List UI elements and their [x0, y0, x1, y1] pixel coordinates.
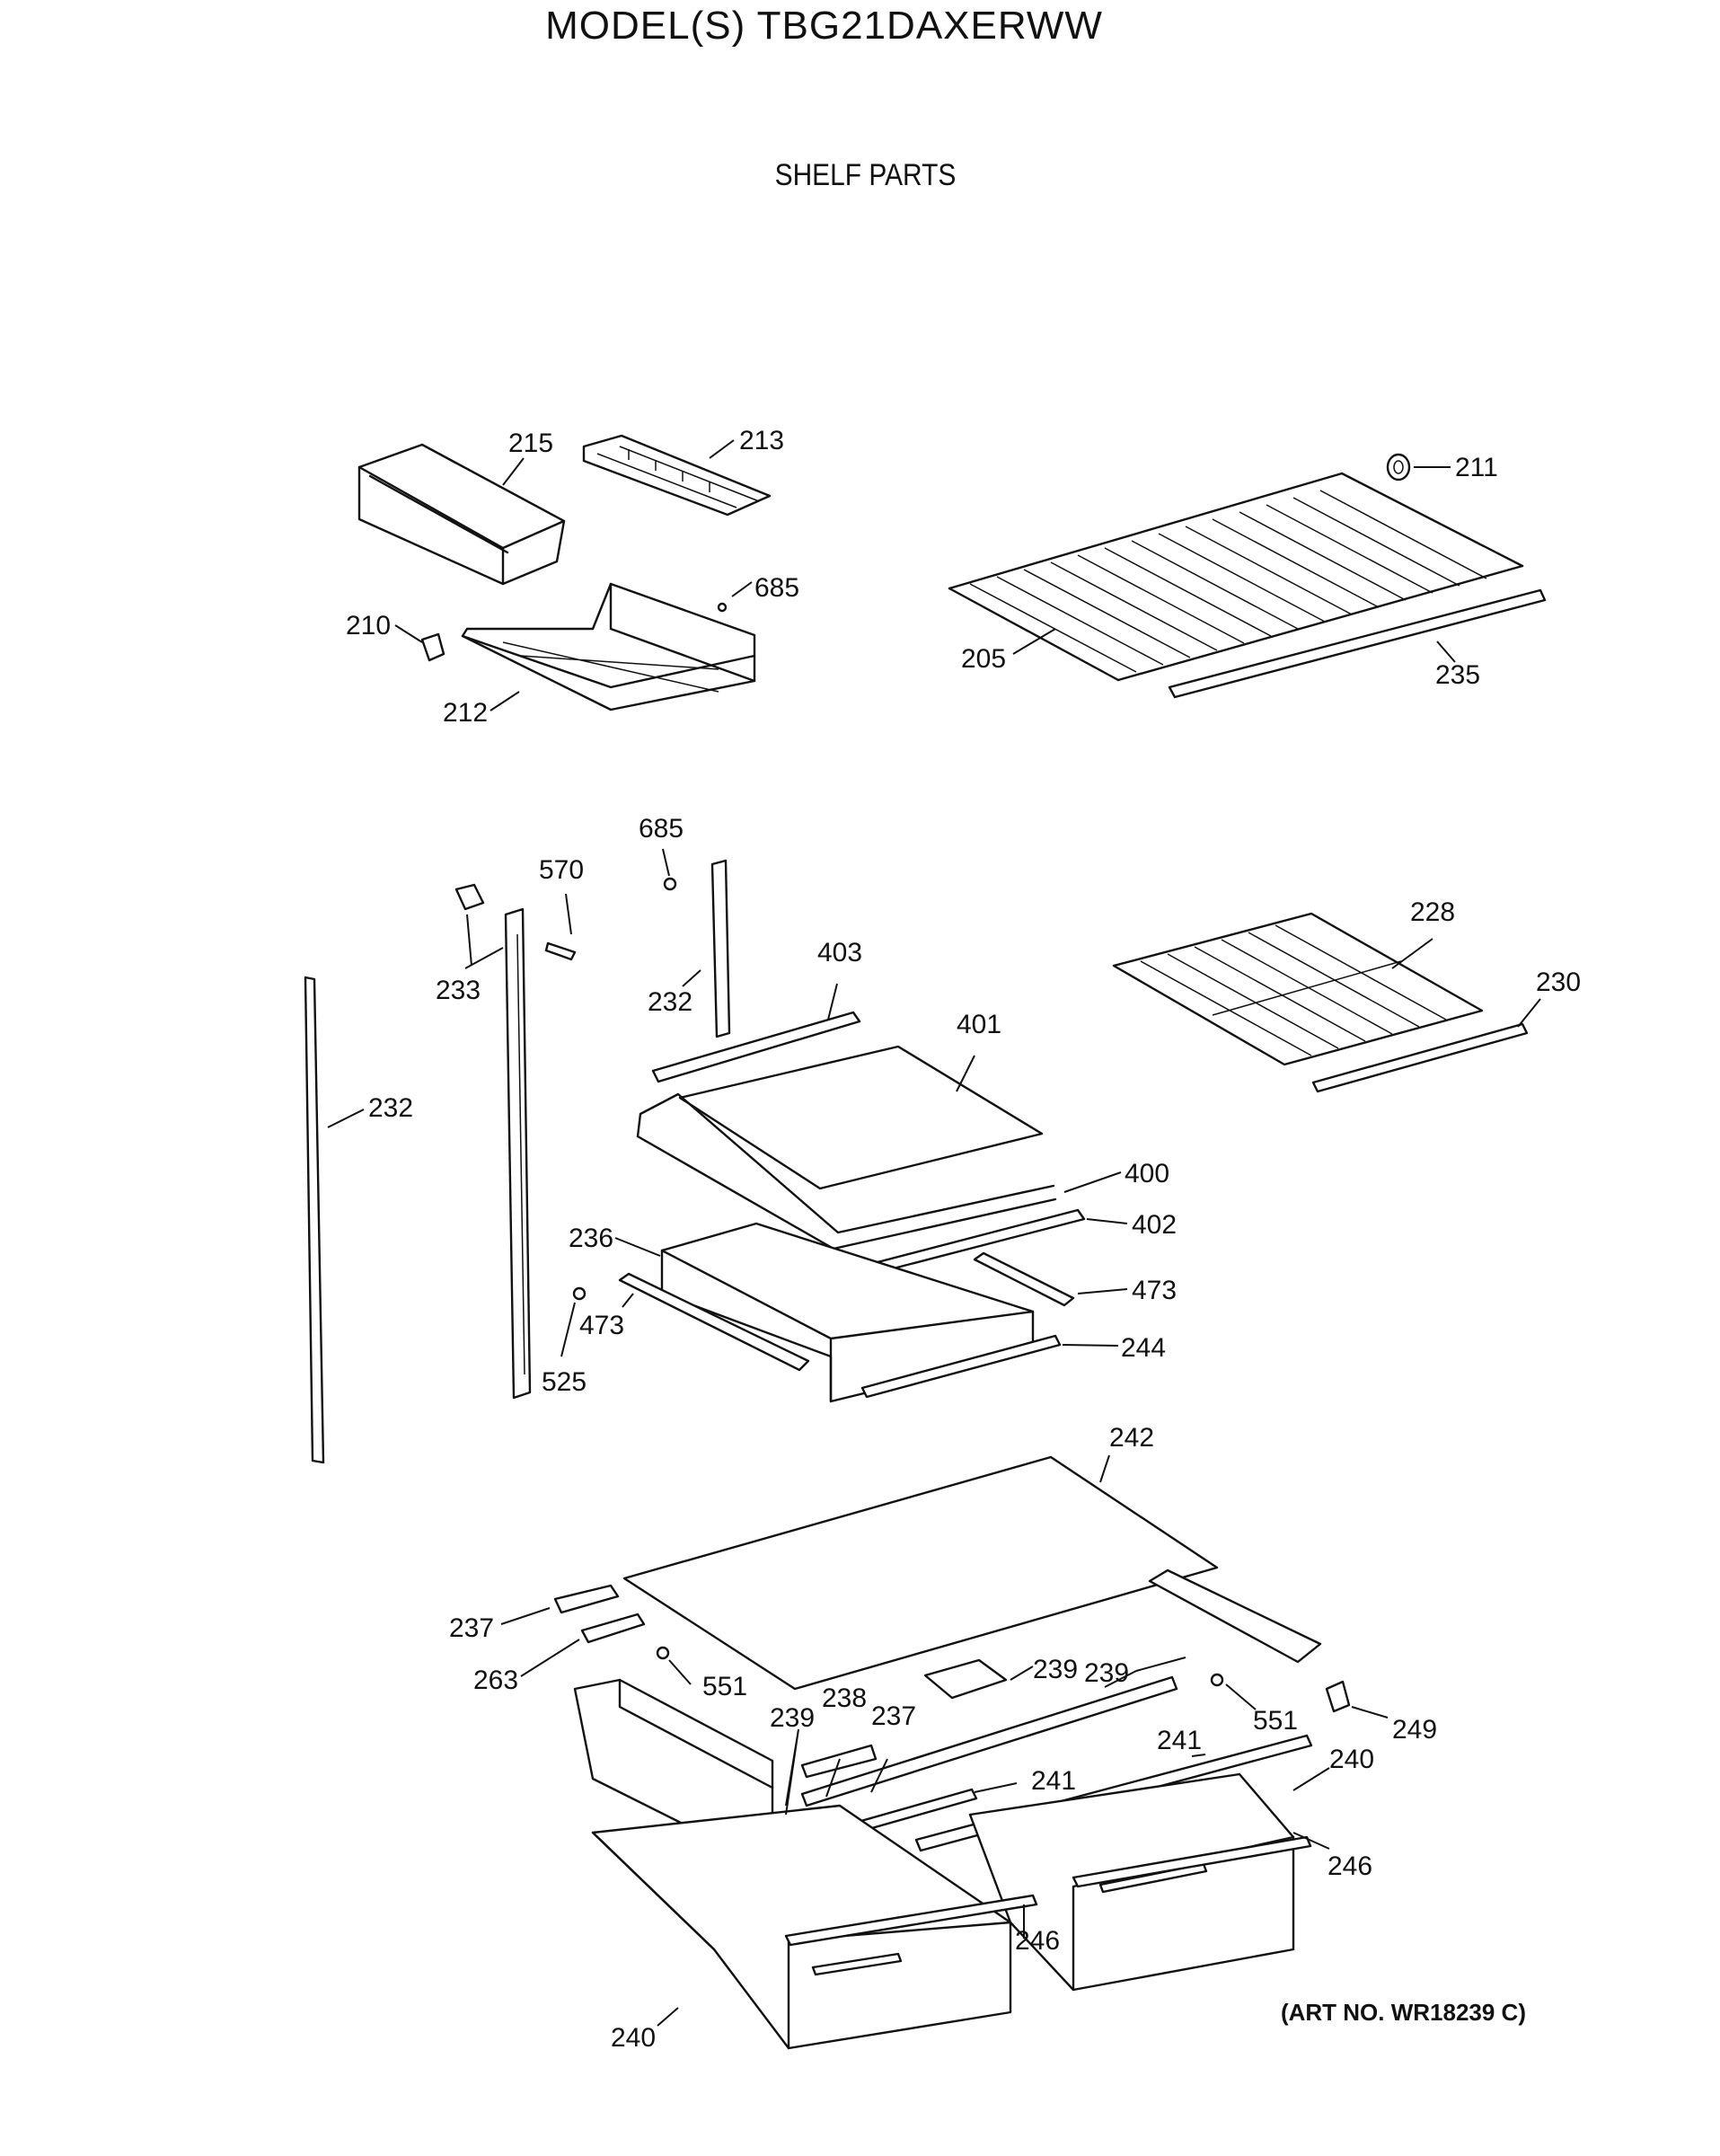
callout-244: 244 [1121, 1333, 1166, 1363]
callout-labels: 215 213 211 685 210 212 205 235 685 570 … [346, 426, 1581, 2053]
callout-235: 235 [1435, 660, 1480, 690]
crisper-pan-236 [660, 1222, 1035, 1403]
screw-551-left [656, 1646, 670, 1660]
callout-236: 236 [569, 1224, 613, 1253]
callout-525: 525 [542, 1367, 587, 1397]
callout-213: 213 [739, 426, 784, 455]
callout-242: 242 [1109, 1423, 1154, 1453]
trim-244 [860, 1334, 1062, 1399]
callout-551-right: 551 [1253, 1706, 1298, 1736]
slide-473-left [618, 1272, 810, 1372]
callout-238: 238 [822, 1683, 867, 1713]
shelf-trim-235 [1168, 588, 1547, 699]
callout-230: 230 [1536, 968, 1581, 997]
screw-685-top [717, 602, 728, 613]
screw-525 [572, 1286, 587, 1301]
screw-551-right [1210, 1673, 1224, 1687]
callout-401: 401 [957, 1010, 1001, 1039]
callout-212: 212 [443, 698, 488, 728]
leader-lines [327, 439, 1541, 2027]
callout-239-center: 239 [1033, 1655, 1078, 1684]
trim-230 [1311, 1022, 1529, 1093]
wire-shelf-228 [1112, 912, 1484, 1066]
drawer-240-right [968, 1772, 1295, 1992]
callout-237: 237 [871, 1701, 916, 1731]
callout-232-left: 232 [368, 1093, 413, 1123]
freezer-shelf-212 [461, 582, 756, 711]
callout-240-left: 240 [611, 2023, 656, 2053]
callout-685-mid: 685 [639, 814, 684, 844]
callout-473-left: 473 [579, 1311, 624, 1340]
callout-233: 233 [436, 976, 481, 1005]
callout-241-left: 241 [1031, 1766, 1076, 1796]
callout-551-left: 551 [702, 1672, 747, 1701]
glass-cover-242 [622, 1455, 1219, 1691]
callout-205: 205 [961, 644, 1006, 674]
callout-232-back: 232 [648, 987, 692, 1017]
screw-685-mid [663, 877, 677, 891]
callout-570: 570 [539, 855, 584, 885]
rail-right [1148, 1568, 1322, 1664]
crossbar-237 [800, 1675, 1178, 1807]
glass-shelf-401 [678, 1045, 1044, 1190]
callout-240-right: 240 [1329, 1745, 1374, 1774]
ice-tray-213 [582, 434, 772, 517]
callout-473-right: 473 [1132, 1276, 1177, 1305]
slide-473-right [973, 1251, 1075, 1307]
callout-402: 402 [1132, 1210, 1177, 1240]
callout-246-left: 246 [1015, 1926, 1060, 1956]
callout-215: 215 [508, 429, 553, 458]
clip-233 [454, 883, 485, 911]
frame-support-left [573, 1678, 774, 1839]
ladder-232-middle [504, 907, 532, 1400]
shelf-frame-400 [636, 1092, 1057, 1250]
drawer-240-left [591, 1804, 1012, 2050]
callout-403: 403 [817, 938, 862, 968]
handle-246-left [784, 1894, 1038, 1947]
callout-228: 228 [1410, 897, 1455, 927]
callout-241-right: 241 [1157, 1726, 1202, 1755]
screw-570 [544, 941, 577, 961]
ladder-232-left [304, 976, 325, 1464]
ladder-232-back [710, 859, 731, 1038]
cover-support-263 [580, 1613, 646, 1644]
shelf-stop-210 [420, 632, 445, 662]
callout-239-right: 239 [1084, 1658, 1129, 1688]
callout-237-left: 237 [449, 1613, 494, 1643]
wire-shelf-205 [948, 472, 1524, 682]
callout-246-right: 246 [1327, 1851, 1372, 1881]
clip-249 [1325, 1680, 1351, 1713]
trim-403 [651, 1011, 861, 1083]
ice-bucket-215 [357, 443, 566, 586]
callout-211: 211 [1455, 453, 1498, 482]
section-title: SHELF PARTS [774, 158, 957, 192]
handle-246-right [1072, 1835, 1312, 1888]
support-bracket-239 [923, 1658, 1008, 1700]
callout-249: 249 [1392, 1715, 1437, 1745]
bracket-237-left [553, 1584, 620, 1614]
callout-210: 210 [346, 611, 391, 641]
callout-239-left: 239 [770, 1703, 815, 1733]
model-title: MODEL(S) TBG21DAXERWW [545, 4, 1103, 48]
callout-685: 685 [754, 573, 799, 603]
bumper-211 [1386, 453, 1411, 482]
callout-263: 263 [473, 1666, 518, 1695]
art-number: (ART NO. WR18239 C) [1280, 1999, 1526, 2026]
callout-400: 400 [1125, 1159, 1169, 1188]
